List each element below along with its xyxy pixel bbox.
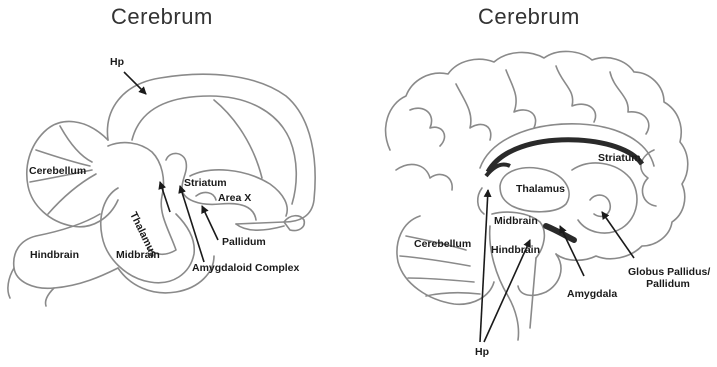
right-label-striatum: Striatum — [598, 152, 641, 164]
left-label-amygdaloid-complex: Amygdaloid Complex — [192, 262, 299, 274]
right-hp-arrow-1 — [480, 190, 488, 342]
right-label-amygdala: Amygdala — [567, 288, 617, 300]
human-striatum — [572, 163, 637, 233]
human-cerebellum-fold-2 — [400, 256, 470, 266]
human-gyrus-6 — [641, 150, 656, 206]
right-globus-pallidus-arrow — [602, 212, 634, 258]
left-label-area-x: Area X — [218, 192, 251, 204]
human-gyrus-5 — [610, 72, 649, 134]
human-cerebellum-fold-4 — [426, 293, 480, 296]
bird-cerebrum-lamina-2 — [214, 100, 262, 178]
right-label-midbrain: Midbrain — [494, 215, 538, 227]
bird-base — [236, 224, 284, 230]
left-label-pallidum: Pallidum — [222, 236, 266, 248]
bird-cerebellum-fold-2 — [36, 150, 90, 166]
left-label-hindbrain: Hindbrain — [30, 249, 79, 261]
human-gyrus-1 — [410, 108, 445, 146]
left-label-midbrain: Midbrain — [116, 249, 160, 261]
right-label-globus-pallidus: Globus Pallidus/ Pallidum — [628, 266, 708, 290]
human-cortex-outline — [386, 51, 688, 260]
left-label-hp: Hp — [110, 56, 124, 68]
human-gyrus-2 — [456, 84, 491, 140]
bird-pallidum-region — [196, 193, 216, 200]
right-title: Cerebrum — [478, 4, 580, 30]
bird-olfactory-bulb — [284, 216, 304, 231]
bird-cerebellum-fold-4 — [48, 174, 96, 214]
left-label-striatum: Striatum — [184, 177, 227, 189]
left-title: Cerebrum — [111, 4, 213, 30]
human-brain-drawing — [386, 51, 688, 340]
left-pallidum-arrow — [202, 206, 218, 240]
right-label-globus-pallidus-line2: Pallidum — [628, 278, 708, 290]
human-gyrus-7 — [396, 164, 452, 190]
human-amygdala-shape — [546, 226, 574, 240]
left-amygdaloid-arrow — [180, 186, 204, 262]
left-label-cerebellum: Cerebellum — [29, 165, 86, 177]
human-gyrus-3 — [506, 70, 536, 128]
human-hippocampus — [478, 188, 484, 214]
right-label-hp: Hp — [475, 346, 489, 358]
bird-spinal-cord — [8, 268, 54, 306]
human-cerebellum-fold-3 — [408, 278, 474, 282]
human-globus-pallidus — [590, 195, 610, 216]
bird-cerebellum-fold-1 — [60, 126, 92, 162]
human-gyrus-4 — [556, 66, 596, 122]
right-label-globus-pallidus-line1: Globus Pallidus/ — [628, 266, 708, 278]
right-label-thalamus: Thalamus — [516, 183, 565, 195]
human-temporal-lobe — [518, 254, 561, 295]
right-label-hindbrain: Hindbrain — [491, 244, 540, 256]
human-cerebellum — [397, 216, 494, 304]
right-amygdala-arrow — [560, 226, 584, 276]
right-label-cerebellum: Cerebellum — [414, 238, 471, 250]
